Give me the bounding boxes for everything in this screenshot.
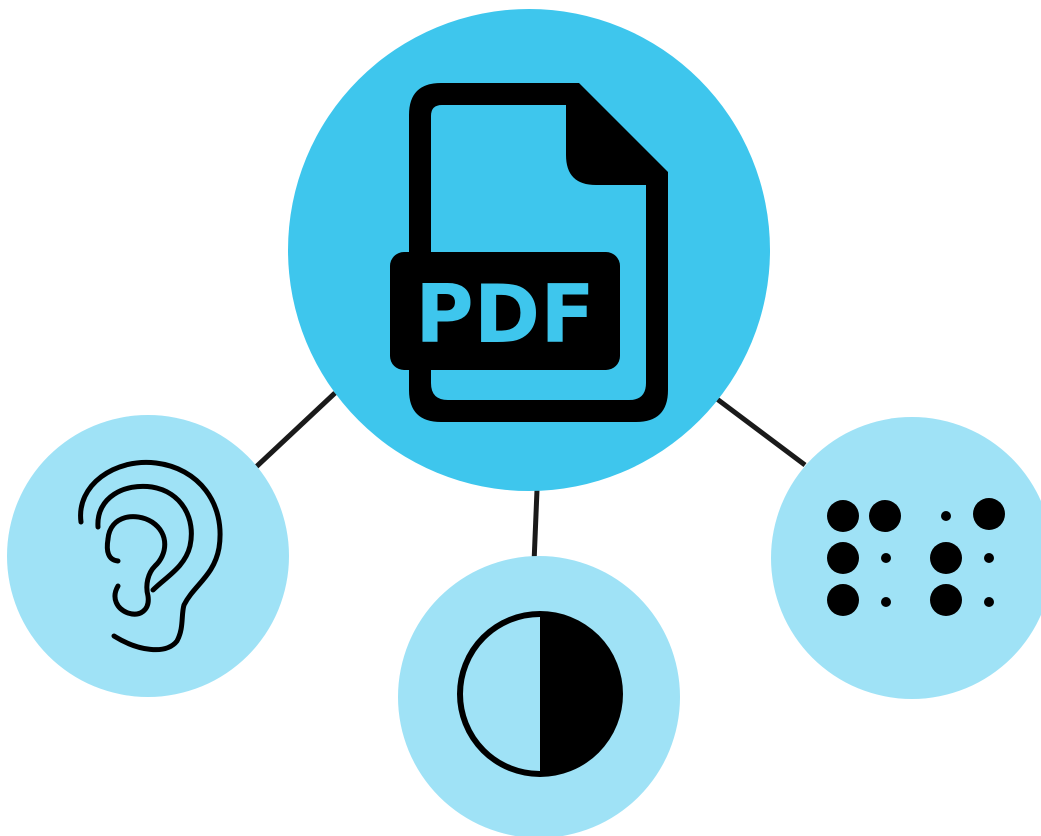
connector-contrast xyxy=(531,489,540,564)
connectors xyxy=(254,391,807,564)
pdf-label-banner xyxy=(390,252,620,370)
braille-icon xyxy=(827,498,1005,616)
pdf-file-icon: PDF xyxy=(390,83,668,422)
node-circle xyxy=(771,417,1041,699)
contrast-icon xyxy=(457,611,623,777)
node-circle xyxy=(7,415,289,697)
pdf-label: PDF xyxy=(415,268,595,361)
connector-ear xyxy=(254,391,337,469)
node-braille xyxy=(771,417,1041,699)
node-hearing xyxy=(7,415,289,697)
ear-icon xyxy=(78,459,223,653)
connector-braille xyxy=(715,397,807,467)
node-contrast xyxy=(398,556,680,836)
node-circle xyxy=(398,556,680,836)
node-pdf: PDF xyxy=(288,9,770,491)
